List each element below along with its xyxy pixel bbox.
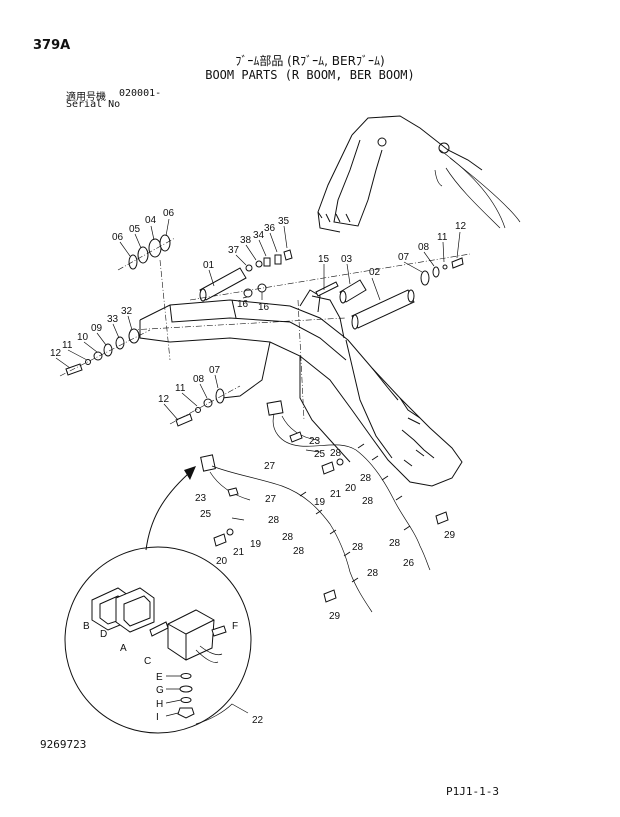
callout-28: 28 [367, 568, 379, 579]
callout-25: 25 [200, 509, 212, 520]
callout-16: 16 [258, 302, 270, 313]
callout-20: 20 [345, 483, 357, 494]
callout-19: 19 [314, 497, 326, 508]
callout-28: 28 [330, 448, 342, 459]
callout-38: 38 [240, 235, 252, 246]
callout-F: F [232, 621, 238, 632]
drawing-number: 9269723 [40, 738, 87, 751]
callout-28: 28 [293, 546, 305, 557]
callout-21: 21 [330, 489, 342, 500]
callout-08: 08 [193, 374, 205, 385]
pin-parts-drawing [59, 234, 471, 427]
callout-11: 11 [62, 340, 73, 351]
callout-19: 19 [250, 539, 262, 550]
callout-labels: 06 05 04 06 38 37 34 36 35 01 16 16 15 0… [50, 208, 467, 726]
callout-23: 23 [309, 436, 321, 447]
callout-D: D [100, 629, 107, 640]
callout-H: H [156, 699, 163, 710]
page-number: 379A [33, 38, 71, 53]
callout-07: 07 [398, 252, 410, 263]
callout-28: 28 [268, 515, 280, 526]
callout-06: 06 [163, 208, 175, 219]
callout-E: E [156, 672, 163, 683]
callout-04: 04 [145, 215, 157, 226]
callout-11: 11 [437, 232, 448, 243]
callout-C: C [144, 656, 151, 667]
callout-21: 21 [233, 547, 245, 558]
title-japanese: ﾌﾞｰﾑ部品 (Rﾌﾞｰﾑ, BERﾌﾞｰﾑ) [235, 54, 385, 68]
callout-01: 01 [203, 260, 215, 271]
callout-05: 05 [129, 224, 141, 235]
callout-27: 27 [265, 494, 277, 505]
leader-lines [55, 218, 461, 725]
callout-09: 09 [91, 323, 103, 334]
callout-I: I [156, 712, 159, 723]
serial-label-english: Serial No [66, 99, 121, 110]
serial-value: 020001- [119, 88, 162, 99]
callout-15: 15 [318, 254, 330, 265]
harness-drawing [145, 400, 449, 613]
callout-02: 02 [369, 267, 381, 278]
page-code: P1J1-1-3 [446, 785, 499, 798]
callout-25: 25 [314, 449, 326, 460]
serial-label-japanese: 適用号機 [66, 92, 106, 103]
callout-06: 06 [112, 232, 124, 243]
callout-20: 20 [216, 556, 228, 567]
callout-23: 23 [195, 493, 207, 504]
callout-29: 29 [444, 530, 456, 541]
callout-08: 08 [418, 242, 430, 253]
callout-26: 26 [403, 558, 415, 569]
callout-32: 32 [121, 306, 133, 317]
title-english: BOOM PARTS (R BOOM, BER BOOM) [205, 68, 415, 82]
callout-11: 11 [175, 383, 186, 394]
callout-03: 03 [341, 254, 353, 265]
callout-16: 16 [237, 299, 249, 310]
callout-B: B [83, 621, 90, 632]
callout-07: 07 [209, 365, 221, 376]
callout-12: 12 [455, 221, 467, 232]
callout-28: 28 [362, 496, 374, 507]
boom-body-drawing [129, 259, 463, 487]
callout-28: 28 [282, 532, 294, 543]
callout-G: G [156, 685, 164, 696]
callout-35: 35 [278, 216, 290, 227]
callout-28: 28 [389, 538, 401, 549]
callout-12: 12 [50, 348, 62, 359]
callout-33: 33 [107, 314, 119, 325]
callout-A: A [120, 643, 127, 654]
callout-34: 34 [253, 230, 265, 241]
callout-27: 27 [264, 461, 276, 472]
lamp-detail-circle [64, 546, 252, 734]
callout-28: 28 [360, 473, 372, 484]
callout-28: 28 [352, 542, 364, 553]
callout-29: 29 [329, 611, 341, 622]
callout-22: 22 [252, 715, 264, 726]
callout-10: 10 [77, 332, 89, 343]
callout-36: 36 [264, 223, 276, 234]
callout-12: 12 [158, 394, 170, 405]
callout-37: 37 [228, 245, 240, 256]
bucket-arm-drawing [317, 115, 521, 233]
